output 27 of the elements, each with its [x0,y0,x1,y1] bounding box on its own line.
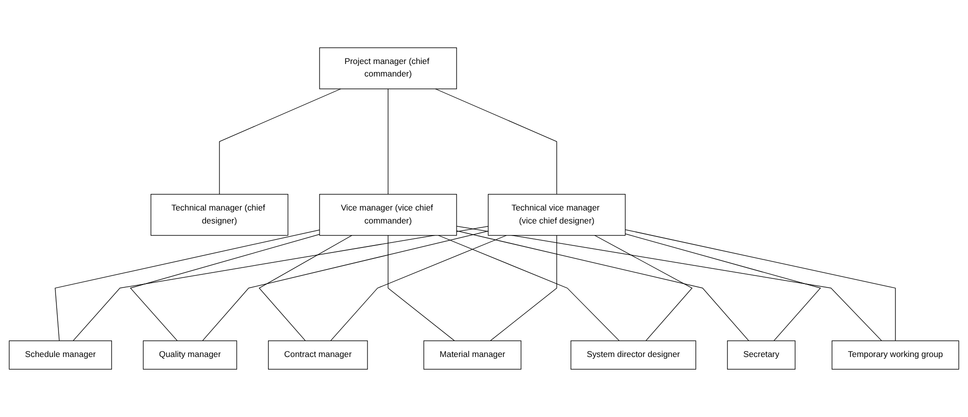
node-box: Technical vice manager (vice chief designer) [488,194,626,236]
connector [624,234,821,342]
node-box: Quality manager [142,340,238,370]
connector [435,88,558,195]
connector [258,235,352,342]
node-box: Material manager [423,340,522,370]
connector [438,235,620,342]
connector [456,230,750,342]
connector [130,234,320,342]
connector [624,229,896,342]
connector [388,235,455,342]
node-box: Secretary [727,340,796,370]
connector [202,230,489,342]
node-box: Technical manager (chief designer) [150,194,288,236]
connector [72,226,489,342]
connector [594,235,693,342]
node-box: Temporary working group [832,340,960,370]
node-box: Contract manager [268,340,368,370]
connector [219,88,342,195]
node-box: Vice manager (vice chief commander) [319,194,457,236]
connector [54,230,320,342]
node-box: Schedule manager [8,340,112,370]
connector [456,226,882,342]
connector [330,235,507,342]
node-box: Project manager (chief commander) [319,47,457,90]
node-box: System director designer [570,340,696,370]
connector [490,235,558,342]
